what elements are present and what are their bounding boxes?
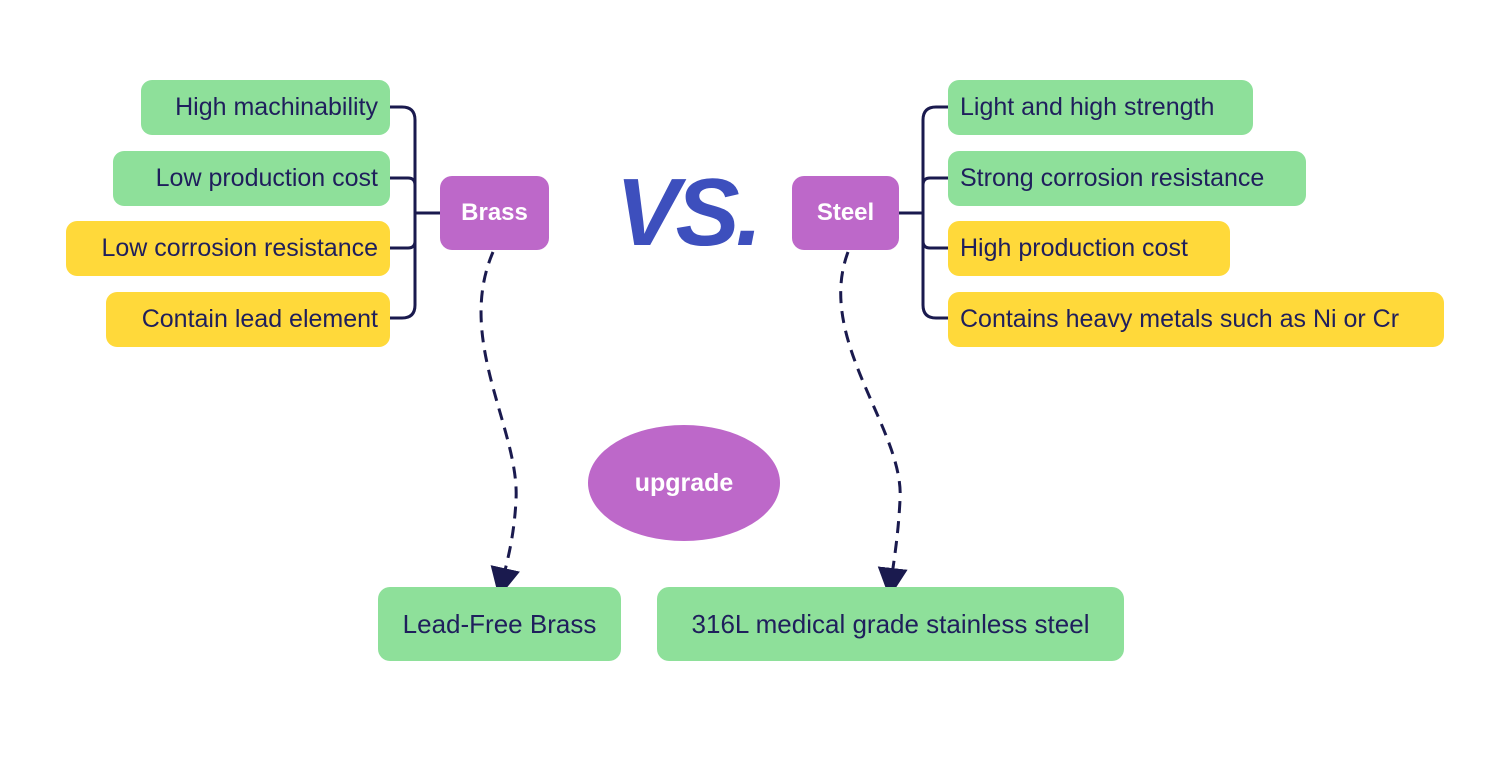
steel-upgrade-arrow bbox=[839, 251, 908, 598]
brass-upgrade-result: Lead-Free Brass bbox=[378, 587, 621, 661]
brass-trait-2: Low production cost bbox=[113, 151, 390, 206]
brass-trait-1: High machinability bbox=[141, 80, 390, 135]
brass-bracket bbox=[390, 105, 440, 320]
brass-upgrade-arrow bbox=[479, 251, 520, 598]
steel-trait-4: Contains heavy metals such as Ni or Cr bbox=[948, 292, 1444, 347]
steel-bracket bbox=[898, 105, 948, 320]
steel-node: Steel bbox=[792, 176, 899, 250]
steel-trait-2: Strong corrosion resistance bbox=[948, 151, 1306, 206]
steel-upgrade-result: 316L medical grade stainless steel bbox=[657, 587, 1124, 661]
brass-trait-4: Contain lead element bbox=[106, 292, 390, 347]
steel-trait-3: High production cost bbox=[948, 221, 1230, 276]
versus-label: VS. bbox=[615, 159, 763, 266]
brass-trait-3: Low corrosion resistance bbox=[66, 221, 390, 276]
steel-trait-1: Light and high strength bbox=[948, 80, 1253, 135]
upgrade-ellipse: upgrade bbox=[588, 425, 780, 541]
brass-node: Brass bbox=[440, 176, 549, 250]
